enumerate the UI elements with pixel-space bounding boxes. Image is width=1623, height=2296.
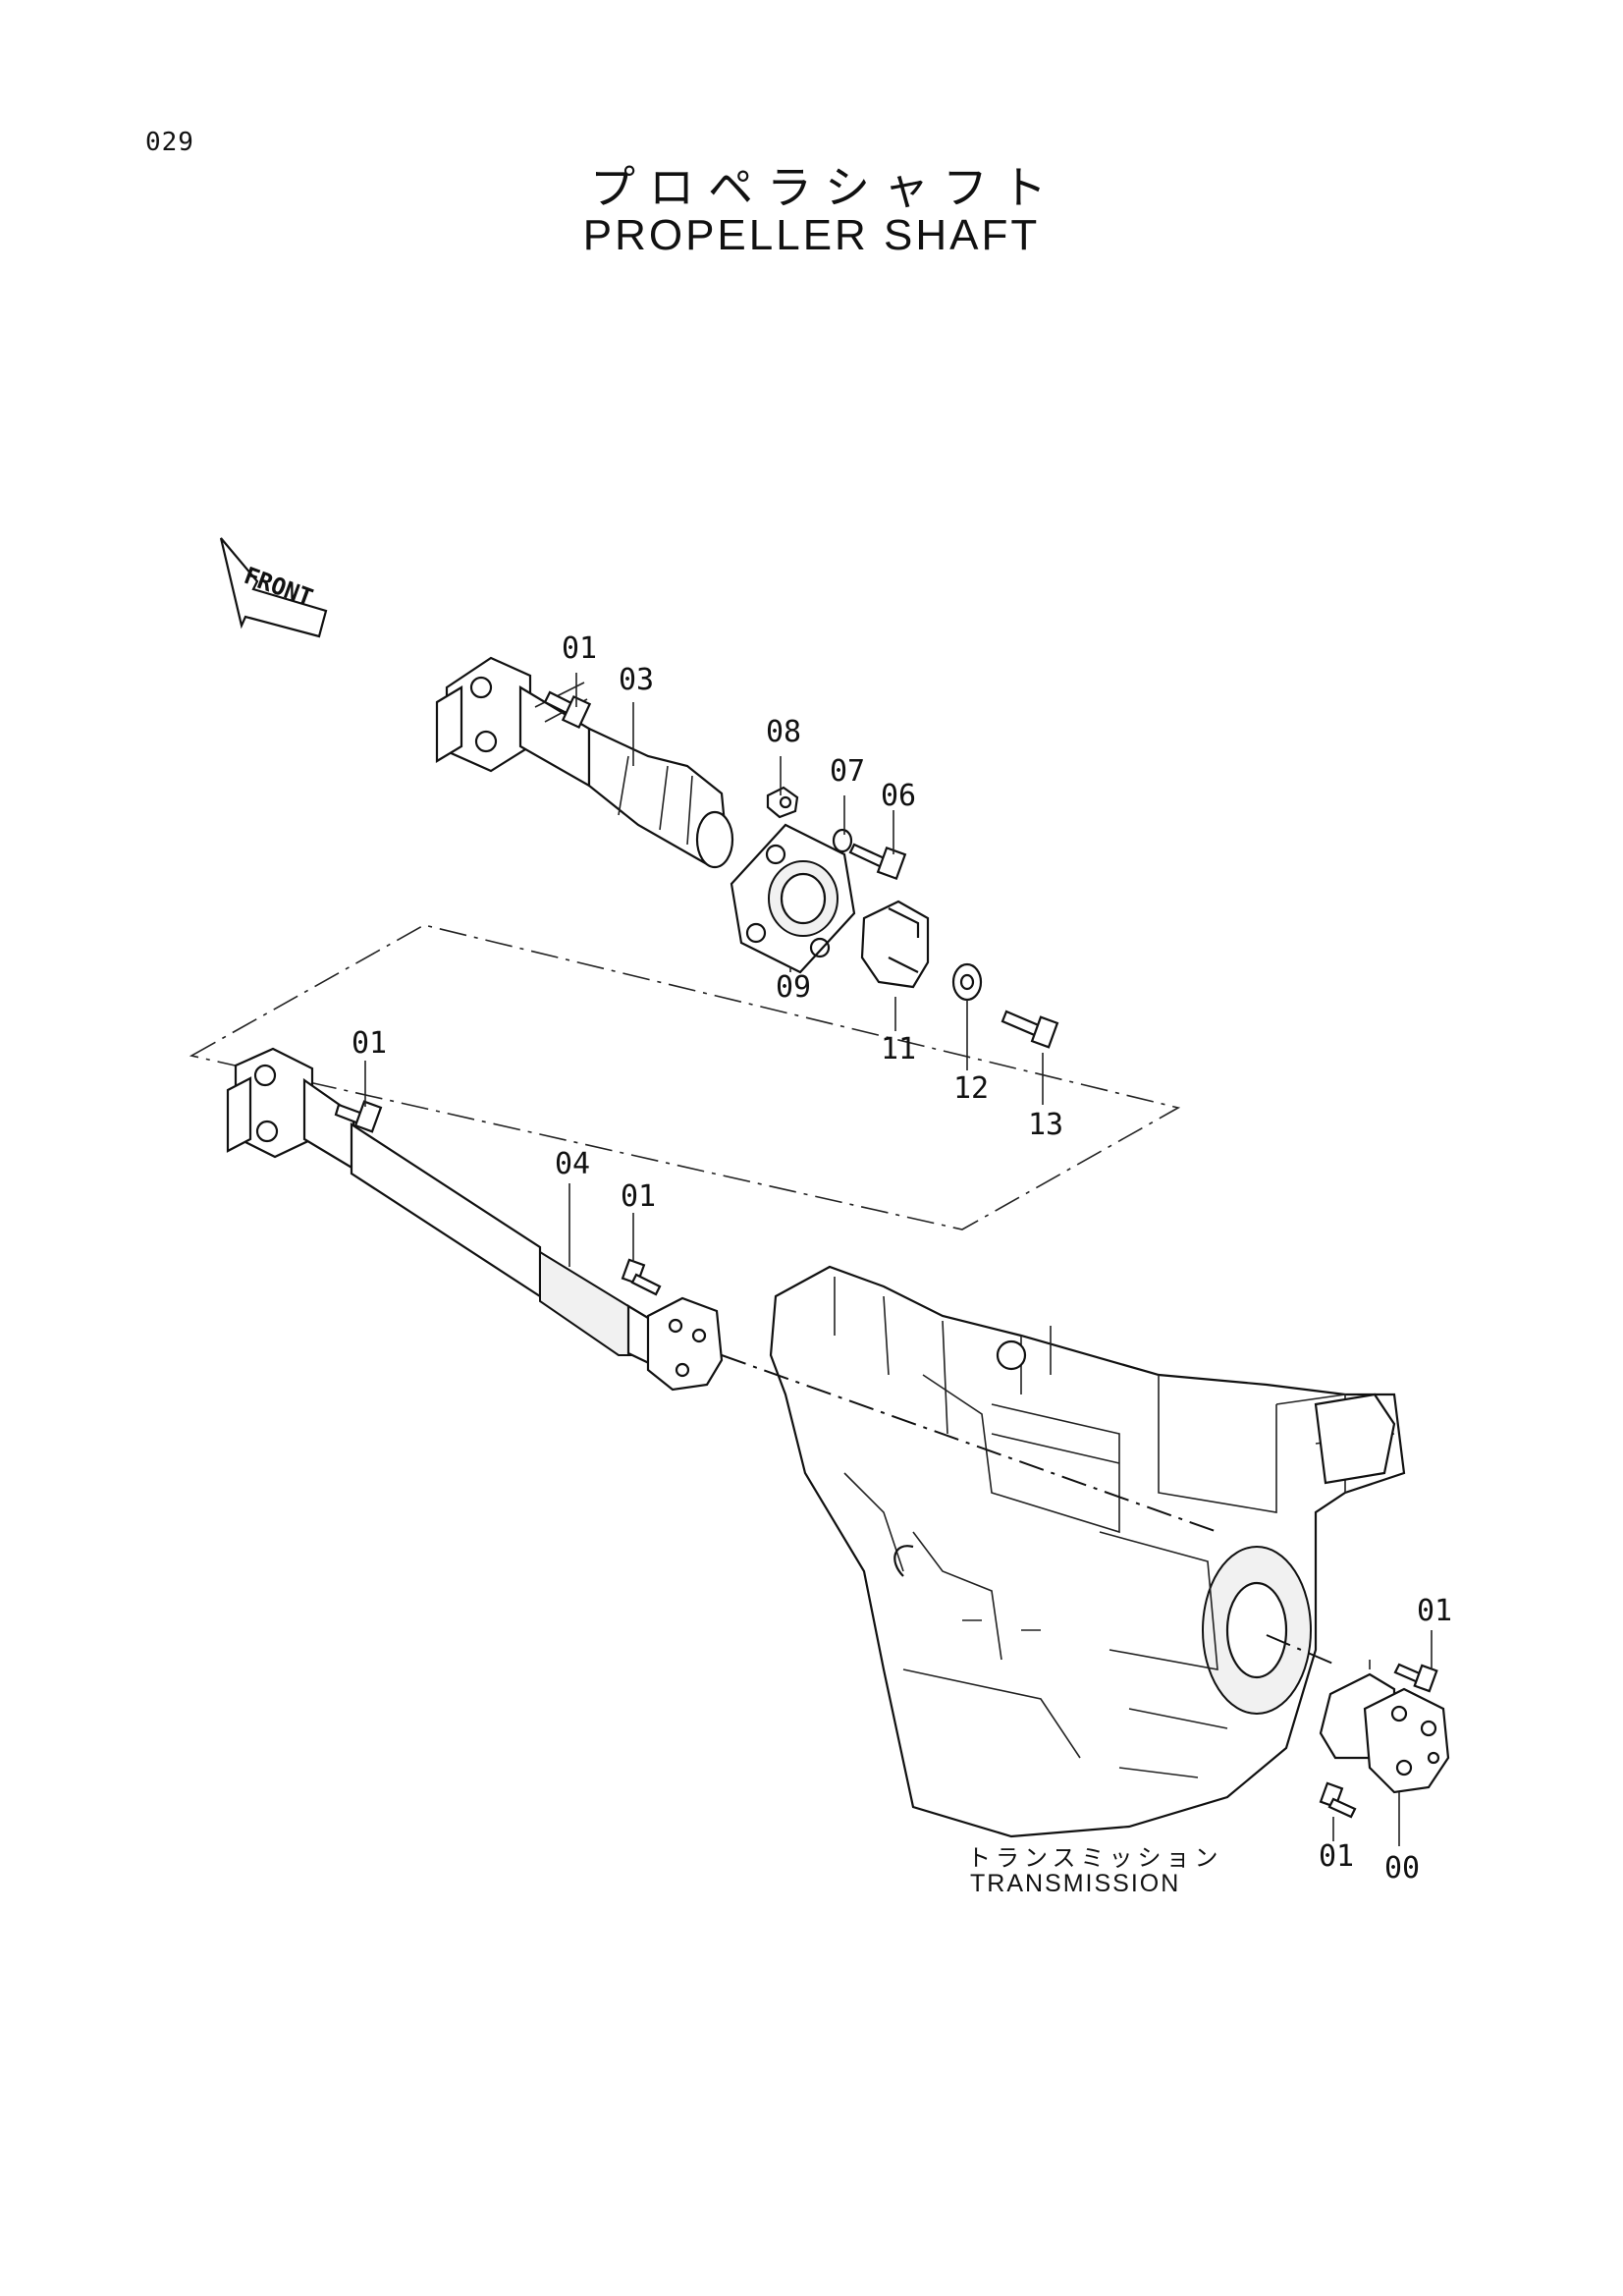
callout-00: 00: [1384, 1851, 1420, 1886]
bearing-09: [730, 823, 856, 974]
bolt-01-lower-middle: [621, 1258, 662, 1296]
bolt-01-upper: [543, 690, 592, 730]
shaft-centerline: [721, 1354, 1336, 1666]
callout-04: 04: [555, 1147, 590, 1181]
leader-lines: [364, 673, 1433, 1846]
coupling-00: [1319, 1672, 1450, 1794]
transmission-label-japanese: トランスミッション: [967, 1844, 1223, 1872]
page-number: 029: [145, 128, 194, 157]
nut-08: [766, 786, 799, 819]
coupling-11: [860, 900, 930, 989]
shaft-lower: [226, 1047, 655, 1367]
callout-01-lower-left: 01: [352, 1026, 387, 1061]
bolt-01-right-lower: [1319, 1781, 1357, 1819]
front-label: FRONT: [241, 562, 316, 612]
callout-09: 09: [776, 970, 811, 1005]
bolt-01-lower-left: [334, 1100, 383, 1133]
washer-12: [951, 962, 983, 1002]
coupling-lower: [646, 1296, 724, 1392]
callout-06: 06: [881, 779, 916, 813]
callout-01-lower-middle: 01: [621, 1179, 656, 1214]
bolt-01-right-upper: [1393, 1663, 1438, 1693]
callout-11: 11: [881, 1032, 916, 1066]
bolt-13: [1001, 1010, 1059, 1049]
bolt-06: [848, 843, 907, 881]
callout-12: 12: [953, 1071, 989, 1106]
callout-01-right-lower: 01: [1319, 1839, 1354, 1874]
shaft-upper: [435, 656, 734, 869]
callout-01-right-upper: 01: [1417, 1594, 1452, 1628]
callout-03: 03: [619, 663, 654, 697]
front-arrow-icon: FRONT: [219, 537, 328, 638]
assembly-outline: [189, 924, 1181, 1230]
title-japanese: プロペラシャフト: [589, 161, 1061, 214]
title-english: PROPELLER SHAFT: [582, 211, 1041, 259]
callout-01-upper: 01: [562, 631, 597, 666]
transmission-housing: [769, 1265, 1406, 1838]
transmission-label-english: TRANSMISSION: [970, 1870, 1181, 1897]
washer-07: [832, 828, 853, 853]
callout-13: 13: [1028, 1108, 1063, 1142]
callout-08: 08: [766, 715, 801, 749]
callout-07: 07: [830, 754, 865, 789]
